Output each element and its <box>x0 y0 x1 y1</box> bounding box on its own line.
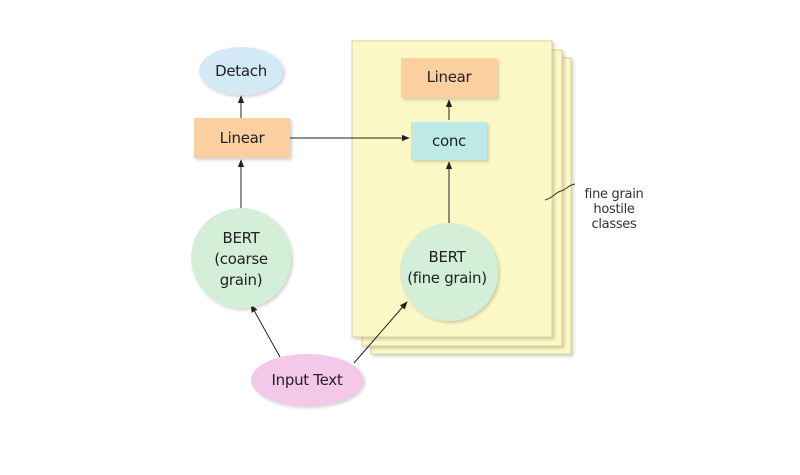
node-linear-coarse-label: Linear <box>220 129 266 147</box>
node-linear-coarse: Linear <box>194 118 290 158</box>
node-bert-fine: BERT (fine grain) <box>400 223 498 321</box>
node-detach: Detach <box>199 47 283 95</box>
node-bert-fine-line-2: (fine grain) <box>407 269 487 287</box>
node-bert-coarse-line-2: (coarse <box>214 250 268 268</box>
node-linear-fine-label: Linear <box>427 68 473 86</box>
node-linear-fine: Linear <box>401 58 497 98</box>
node-bert-fine-line-1: BERT <box>428 248 466 266</box>
stack-annotation-line-3: classes <box>592 217 637 232</box>
node-bert-coarse-line-3: grain) <box>220 271 263 289</box>
node-conc-label: conc <box>432 132 466 150</box>
node-bert-coarse-line-1: BERT <box>222 229 260 247</box>
stack-annotation-line-2: hostile <box>593 202 634 217</box>
node-input-text: Input Text <box>251 354 363 406</box>
edge-input-to-bert-fine <box>353 301 408 364</box>
edge-input-to-bert-coarse <box>250 304 281 358</box>
stack-annotation-line-1: fine grain <box>585 187 644 202</box>
node-input-text-label: Input Text <box>272 371 343 389</box>
node-conc: conc <box>411 122 487 160</box>
node-detach-label: Detach <box>215 62 267 80</box>
node-bert-coarse: BERT (coarse grain) <box>191 208 291 308</box>
annotation-squiggle <box>544 183 576 201</box>
